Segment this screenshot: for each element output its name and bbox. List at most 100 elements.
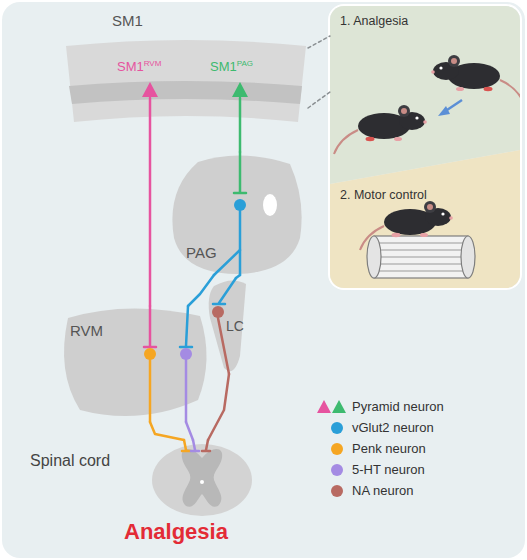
shape-line [374,250,468,251]
shape-circle [212,306,224,318]
legend-swatch [331,464,343,476]
pyramid-neuron: SM1PAG [206,58,260,98]
region-name: SM1 [117,59,144,74]
shape-line [234,192,246,195]
shape-line [374,243,468,244]
axon-projection [236,275,240,278]
shape-line [144,346,156,349]
shape-line [191,450,199,453]
legend-row: NA neuron [316,482,516,500]
shape-ellipse [461,236,475,278]
shape-circle [423,120,427,124]
shape-line [374,264,468,265]
region-label: LC [226,318,244,334]
legend-row: Pyramid neuron [316,398,516,416]
region-label: 1. Analgesia [340,14,408,28]
zoom-line [308,36,330,48]
shape-circle [234,199,246,211]
pyramid-neuron: SM1RVM [114,58,162,98]
legend-text: NA neuron [352,483,413,498]
shape-path [500,80,520,104]
node-shape [330,6,520,288]
shape-line [219,278,236,303]
legend-text: Pyramid neuron [352,399,444,414]
shape-ellipse [366,137,375,141]
legend: Pyramid neuron vGlut2 neuronPenk neuron 5-… [316,398,516,518]
shape-line [213,303,225,306]
shape-polygon [438,106,450,116]
spinal-cord-section: Spinal cord [150,440,255,518]
shape-circle [144,348,156,360]
shape-circle [441,212,444,215]
legend-text: Penk neuron [352,441,426,456]
region-label: RVM [70,322,103,339]
shape-circle [200,480,204,484]
legend-row: vGlut2 neuron [316,419,516,437]
region-name: SM1 [210,59,237,74]
axon-projection [188,275,214,306]
outcome-label: Analgesia [124,519,228,544]
shape-line [180,346,192,349]
shape-path [172,155,301,274]
brain-region: PAG [168,152,305,275]
region-label: Spinal cord [30,452,110,470]
shape-line [149,306,152,346]
shape-circle [451,58,457,64]
shape-ellipse [392,233,401,237]
shape-circle [180,348,192,360]
shape-path [69,81,302,104]
neuron-label: SM1RVM [117,60,161,75]
legend-swatch [331,422,343,434]
shape-line [184,440,186,450]
legend-shape [316,398,348,416]
legend-swatch [331,485,343,497]
axon-projection [150,422,184,440]
shape-ellipse [420,233,428,237]
region-label: 2. Motor control [340,188,427,202]
region-label: PAG [186,244,217,261]
shape-path [334,130,358,154]
axon-projection [186,422,193,440]
shape-line [149,360,152,422]
projection-target: PAG [237,59,253,68]
zoom-line [308,92,330,108]
projection-target: RVM [144,59,162,68]
shape-line [206,440,208,450]
shape-line [374,271,468,272]
legend-row: Penk neuron [316,440,516,458]
legend-swatch [331,443,343,455]
brain-region: RVM [58,306,210,422]
shape-ellipse [484,87,493,91]
shape-polygon [317,400,331,413]
node-shape [64,38,308,124]
shape-path [360,226,384,250]
shape-path [66,40,306,122]
shape-circle [449,216,453,220]
shape-circle [431,70,435,74]
shape-circle [427,204,433,210]
axon-projection [208,374,229,440]
shape-circle [401,108,407,114]
shape-circle [424,201,436,213]
shape-path [209,280,246,371]
inset-panel: 1. Analgesia 2. Motor control [330,6,520,288]
legend-text: vGlut2 neuron [352,420,434,435]
shape-line [186,306,188,346]
shape-ellipse [456,87,464,91]
shape-line [239,211,242,275]
shape-polygon [332,400,346,413]
shape-line [182,450,190,453]
shape-line [202,450,210,453]
shape-line [193,440,195,450]
shape-polygon [330,150,520,288]
legend-text: 5-HT neuron [352,462,425,477]
cortex-region: SM1SM1RVMSM1PAG [64,38,308,124]
region-label: SM1 [112,12,143,29]
brain-region: LC [205,278,249,374]
shape-line [374,257,468,258]
shape-circle [439,66,442,69]
node-shape [150,440,255,518]
shape-ellipse [394,137,402,141]
shape-ellipse [152,444,252,516]
